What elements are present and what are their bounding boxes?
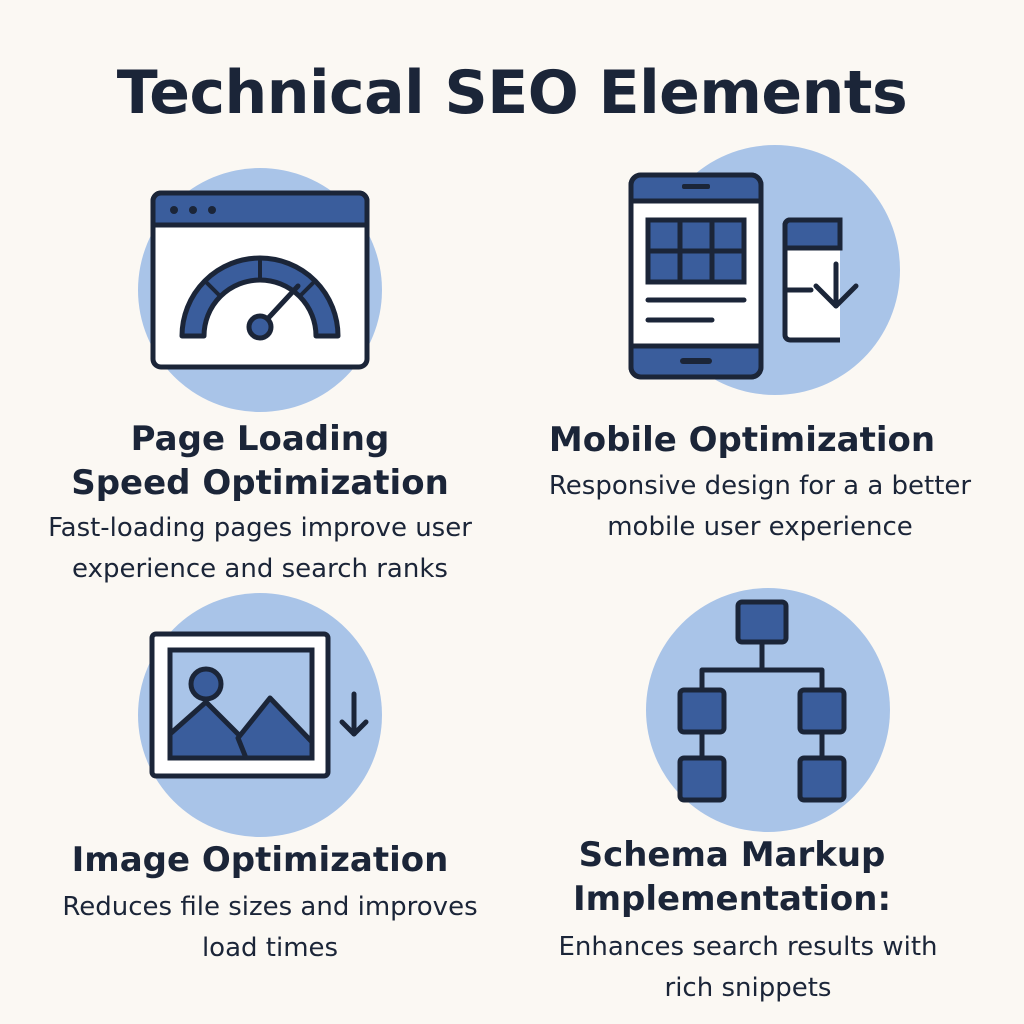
card-description: Fast-loading pages improve user experien…: [48, 513, 472, 584]
hierarchy-icon: [677, 599, 847, 803]
card-title: Page Loading Speed Optimization: [71, 419, 449, 503]
card-description: Enhances search results with rich snippe…: [558, 932, 938, 1003]
card-title: Image Optimization: [71, 840, 449, 880]
card-description: Reduces file sizes and improves load tim…: [62, 892, 478, 963]
image-download-icon: [149, 631, 369, 779]
card-title: Mobile Optimization: [548, 420, 936, 460]
mobile-device-icon: [628, 172, 859, 380]
card-description: Responsive design for a a better mobile …: [548, 471, 972, 542]
page-title: Technical SEO Elements: [116, 58, 908, 128]
card-title: Schema Markup Implementation:: [572, 835, 892, 919]
speedometer-icon: [150, 190, 370, 370]
